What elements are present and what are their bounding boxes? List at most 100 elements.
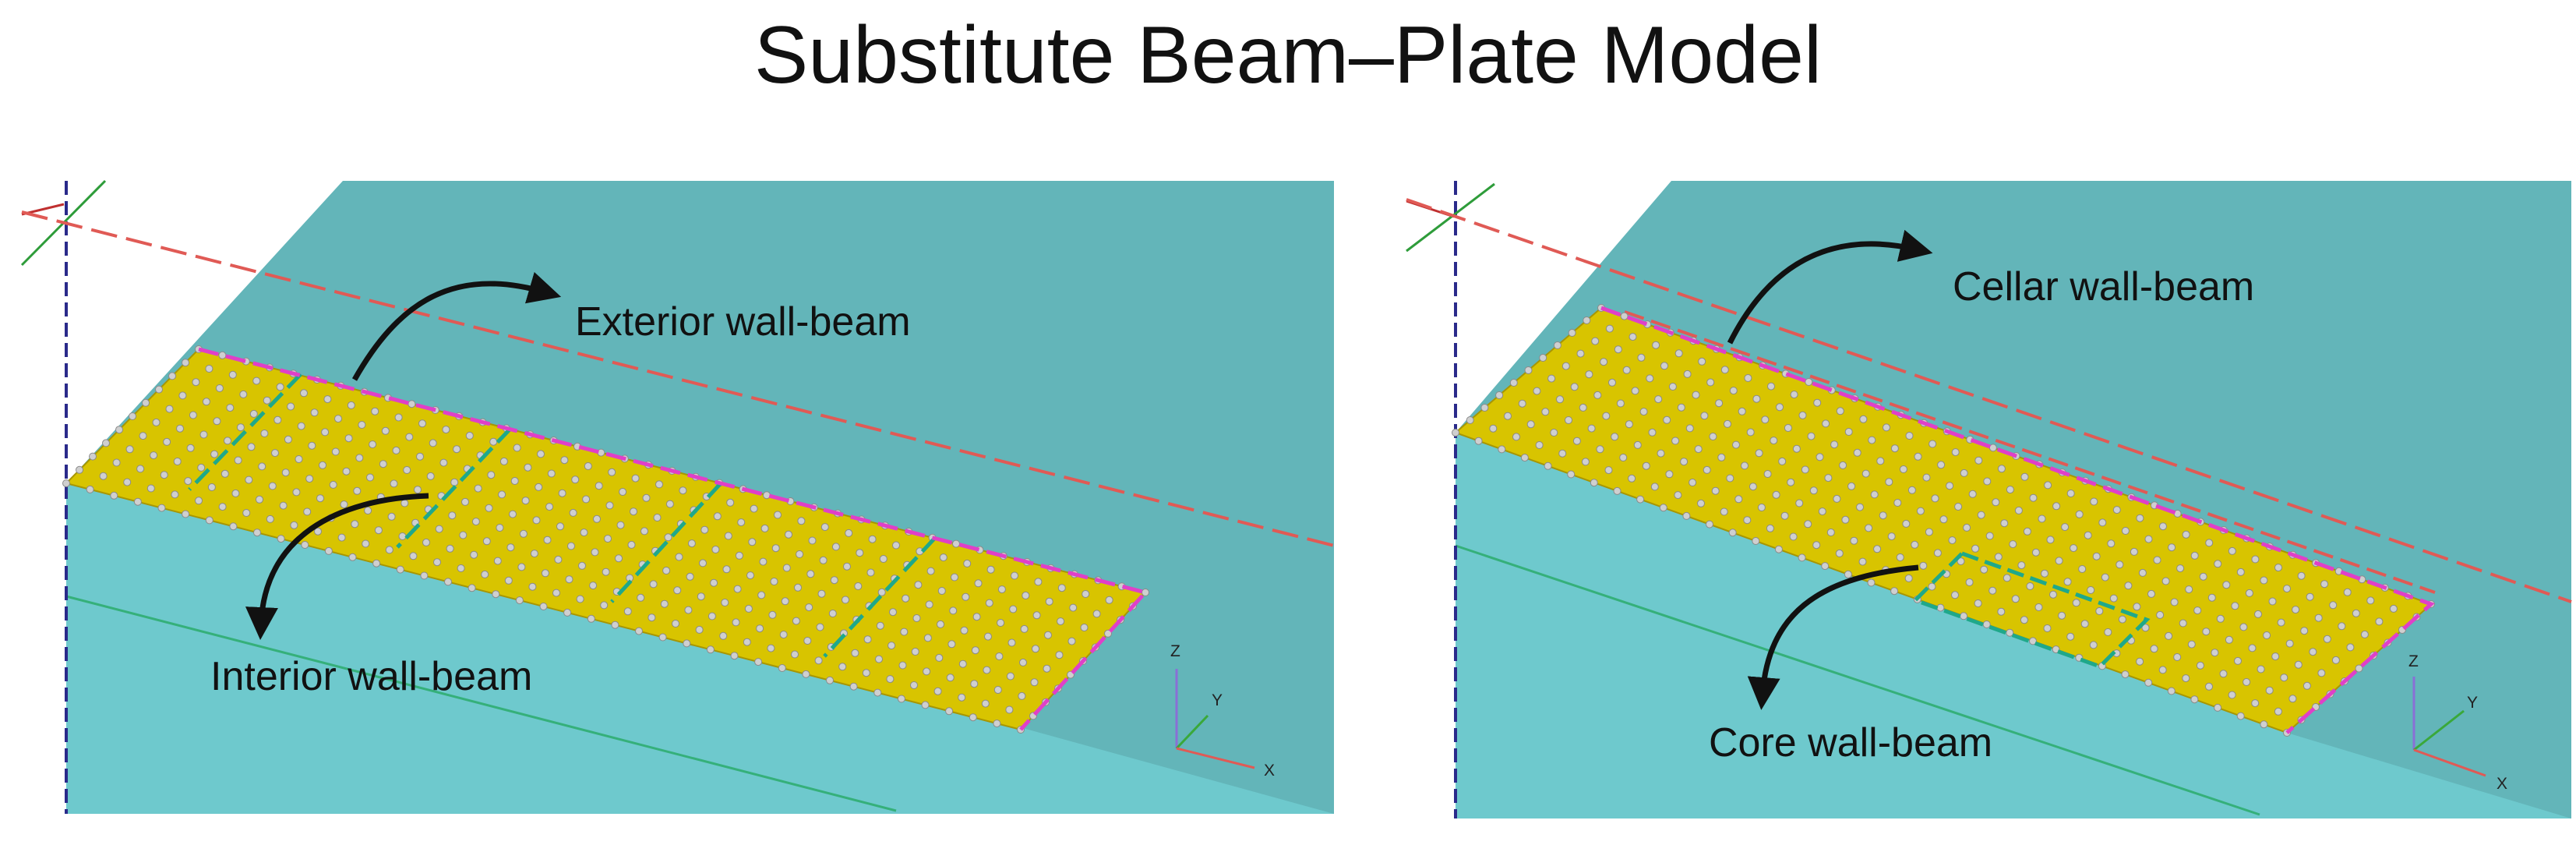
mesh-node xyxy=(260,430,269,437)
mesh-node xyxy=(1746,428,1755,437)
mesh-node xyxy=(394,413,403,422)
mesh-node xyxy=(1766,524,1774,532)
mesh-node xyxy=(2014,506,2023,514)
mesh-node xyxy=(405,433,414,441)
mesh-node xyxy=(2055,557,2063,565)
mesh-node xyxy=(713,512,722,521)
mesh-node xyxy=(1715,399,1724,408)
mesh-node xyxy=(1904,574,1913,582)
mesh-node xyxy=(182,510,190,518)
mesh-node xyxy=(2185,585,2193,594)
mesh-node xyxy=(2133,603,2141,611)
background-front-face xyxy=(66,483,1334,814)
mesh-node xyxy=(851,649,859,657)
mesh-node xyxy=(995,652,1004,660)
mesh-node xyxy=(2190,695,2199,704)
x-axis-line xyxy=(21,210,1335,547)
mesh-node xyxy=(686,572,694,581)
mesh-node xyxy=(2098,518,2107,527)
mesh-node xyxy=(563,608,572,617)
mesh-node xyxy=(2052,502,2061,511)
mesh-node xyxy=(849,682,858,691)
mesh-node xyxy=(1931,494,1939,503)
mesh-node xyxy=(1836,407,1844,415)
mesh-node xyxy=(539,603,548,610)
mesh-node xyxy=(1639,408,1648,416)
mesh-node xyxy=(1600,358,1608,366)
mesh-node xyxy=(1957,557,1965,566)
mesh-node xyxy=(468,584,476,592)
mesh-node xyxy=(517,563,526,571)
mesh-node xyxy=(1596,445,1604,454)
mesh-node xyxy=(683,639,691,648)
triad-y-label: Y xyxy=(2467,694,2478,712)
mesh-node xyxy=(802,670,810,678)
mesh-node xyxy=(481,570,489,578)
mesh-node xyxy=(797,517,806,525)
mesh-node xyxy=(796,550,804,558)
mesh-node xyxy=(1767,382,1775,391)
mesh-node xyxy=(554,555,563,564)
mesh-node xyxy=(2011,595,2020,603)
mesh-node xyxy=(152,418,161,426)
mesh-node xyxy=(123,478,132,486)
mesh-node xyxy=(1905,432,1914,440)
mesh-node xyxy=(86,485,94,493)
triad-x-label: X xyxy=(2497,775,2507,793)
mesh-node xyxy=(2121,527,2130,535)
mesh-node xyxy=(981,699,990,708)
mesh-node xyxy=(1847,482,1856,490)
mesh-node xyxy=(213,417,221,426)
mesh-node xyxy=(655,480,663,489)
mesh-node xyxy=(946,674,955,682)
mesh-node xyxy=(771,544,780,553)
mesh-node xyxy=(1706,378,1715,387)
mesh-node xyxy=(1743,516,1752,525)
interior-wall-beam-label: Interior wall-beam xyxy=(210,654,532,699)
mesh-node xyxy=(1547,374,1556,383)
mesh-node xyxy=(1524,366,1533,374)
mesh-node xyxy=(1844,570,1852,578)
cellar-wall-beam-line xyxy=(1624,310,2436,594)
mesh-node xyxy=(724,532,732,540)
mesh-node xyxy=(2107,539,2115,548)
mesh-node xyxy=(768,610,777,619)
mesh-node xyxy=(366,473,374,482)
mesh-node xyxy=(171,490,179,499)
mesh-node xyxy=(2360,630,2369,638)
mesh-node xyxy=(1044,631,1052,639)
mesh-node xyxy=(465,431,474,440)
mesh-node xyxy=(2158,666,2167,674)
mesh-node xyxy=(1654,395,1663,404)
mesh-node xyxy=(886,675,895,684)
mesh-node xyxy=(1043,664,1051,673)
coordinate-triad: Z Y X xyxy=(2408,652,2507,793)
mesh-node xyxy=(110,491,118,500)
mesh-node xyxy=(658,633,667,642)
mesh-node xyxy=(779,631,788,639)
interior-beam xyxy=(610,482,722,603)
mesh-node xyxy=(535,483,543,491)
mesh-node xyxy=(1776,403,1784,412)
mesh-node xyxy=(176,424,184,433)
mesh-node xyxy=(1504,412,1512,420)
mesh-node xyxy=(334,415,342,423)
mesh-node xyxy=(2066,490,2075,497)
mesh-node xyxy=(945,707,954,716)
mesh-node xyxy=(631,474,640,483)
mesh-node xyxy=(2124,582,2133,590)
mesh-node xyxy=(1774,545,1783,553)
mesh-node xyxy=(1974,599,1982,607)
mesh-node xyxy=(446,544,454,553)
mesh-node xyxy=(1997,607,2006,616)
mesh-node xyxy=(993,686,1002,694)
mesh-node xyxy=(951,573,958,582)
mesh-node xyxy=(1535,441,1544,449)
mesh-node xyxy=(887,642,896,650)
x-axis-line xyxy=(1406,198,2572,603)
mesh-node xyxy=(2294,660,2303,669)
mesh-node xyxy=(1833,494,1841,503)
mesh-node xyxy=(1620,312,1629,320)
mesh-node xyxy=(184,477,192,486)
background-front-face xyxy=(1456,433,2571,818)
